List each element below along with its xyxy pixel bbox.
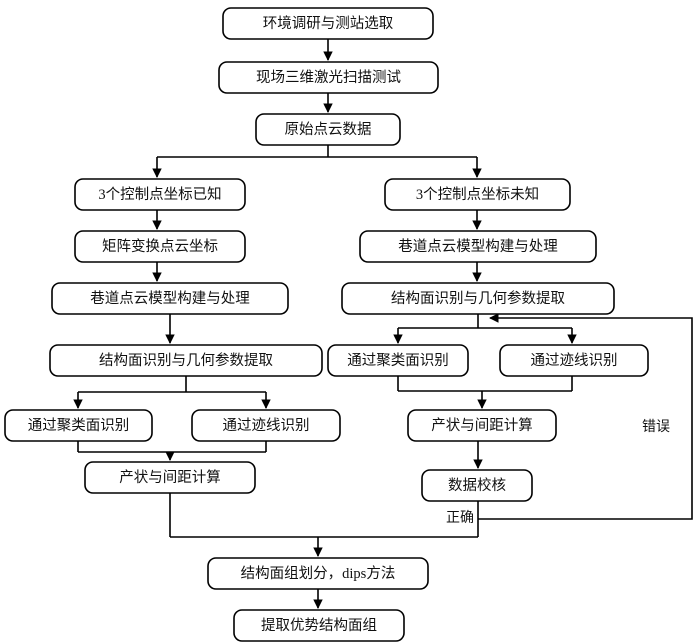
node-extract-dominant-groups[interactable]: 提取优势结构面组: [233, 609, 405, 642]
node-box: [4, 409, 153, 442]
node-box: [499, 344, 649, 377]
edge-feedback-error: [478, 313, 693, 520]
node-label: 通过聚类面识别: [28, 417, 130, 434]
node-box: [218, 61, 439, 94]
node-label: 通过迹线识别: [223, 417, 310, 434]
node-label: 产状与间距计算: [119, 469, 221, 486]
node-group-division-dips[interactable]: 结构面组划分，dips方法: [207, 557, 429, 590]
node-box: [207, 557, 429, 590]
node-data-verification[interactable]: 数据校核: [421, 469, 533, 502]
node-box: [222, 7, 434, 40]
node-box: [49, 344, 323, 377]
node-label: 产状与间距计算: [431, 417, 533, 434]
node-box: [327, 344, 469, 377]
node-structure-extract-left[interactable]: 结构面识别与几何参数提取: [49, 344, 323, 377]
node-box: [74, 178, 246, 211]
node-attitude-spacing-right[interactable]: 产状与间距计算: [407, 409, 557, 442]
node-box: [74, 230, 246, 263]
node-label: 通过聚类面识别: [347, 352, 449, 369]
node-box: [84, 461, 256, 494]
node-label: 现场三维激光扫描测试: [256, 69, 401, 86]
node-layer: 环境调研与测站选取 现场三维激光扫描测试 原始点云数据 3个控制点坐标已知 3个…: [4, 7, 649, 642]
node-control-points-unknown[interactable]: 3个控制点坐标未知: [384, 178, 571, 211]
node-matrix-transform[interactable]: 矩阵变换点云坐标: [74, 230, 246, 263]
node-box: [384, 178, 571, 211]
edge-label-layer: 错误 正确: [446, 419, 670, 526]
node-label: 3个控制点坐标未知: [416, 186, 539, 203]
edge-label-correct: 正确: [446, 510, 474, 526]
node-environment-survey[interactable]: 环境调研与测站选取: [222, 7, 434, 40]
edge-label-error: 错误: [642, 419, 670, 435]
node-attitude-spacing-left[interactable]: 产状与间距计算: [84, 461, 256, 494]
node-label: 矩阵变换点云坐标: [102, 238, 218, 255]
node-raw-point-cloud[interactable]: 原始点云数据: [255, 113, 401, 146]
node-box: [191, 409, 341, 442]
node-trace-recognition-right[interactable]: 通过迹线识别: [499, 344, 649, 377]
node-structure-extract-right[interactable]: 结构面识别与几何参数提取: [341, 282, 615, 315]
node-label: 数据校核: [448, 477, 506, 494]
node-label: 通过迹线识别: [531, 352, 618, 369]
node-tunnel-model-left[interactable]: 巷道点云模型构建与处理: [51, 282, 289, 315]
node-box: [341, 282, 615, 315]
node-trace-recognition-left[interactable]: 通过迹线识别: [191, 409, 341, 442]
node-tunnel-model-right[interactable]: 巷道点云模型构建与处理: [359, 230, 597, 263]
node-label: 原始点云数据: [285, 121, 372, 138]
edge-layer: [73, 39, 693, 609]
node-label: 巷道点云模型构建与处理: [398, 238, 558, 255]
node-laser-scan-test[interactable]: 现场三维激光扫描测试: [218, 61, 439, 94]
node-label: 提取优势结构面组: [261, 617, 377, 634]
node-box: [421, 469, 533, 502]
node-box: [51, 282, 289, 315]
node-label: 环境调研与测站选取: [263, 14, 394, 32]
node-label: 3个控制点坐标已知: [98, 186, 221, 203]
node-label: 结构面组划分，dips方法: [241, 565, 396, 582]
node-label: 巷道点云模型构建与处理: [90, 290, 250, 307]
node-label: 结构面识别与几何参数提取: [391, 290, 565, 307]
node-control-points-known[interactable]: 3个控制点坐标已知: [74, 178, 246, 211]
node-cluster-recognition-right[interactable]: 通过聚类面识别: [327, 344, 469, 377]
node-box: [359, 230, 597, 263]
node-box: [233, 609, 405, 642]
node-label: 结构面识别与几何参数提取: [99, 352, 273, 369]
node-box: [255, 113, 401, 146]
node-cluster-recognition-left[interactable]: 通过聚类面识别: [4, 409, 153, 442]
node-box: [407, 409, 557, 442]
